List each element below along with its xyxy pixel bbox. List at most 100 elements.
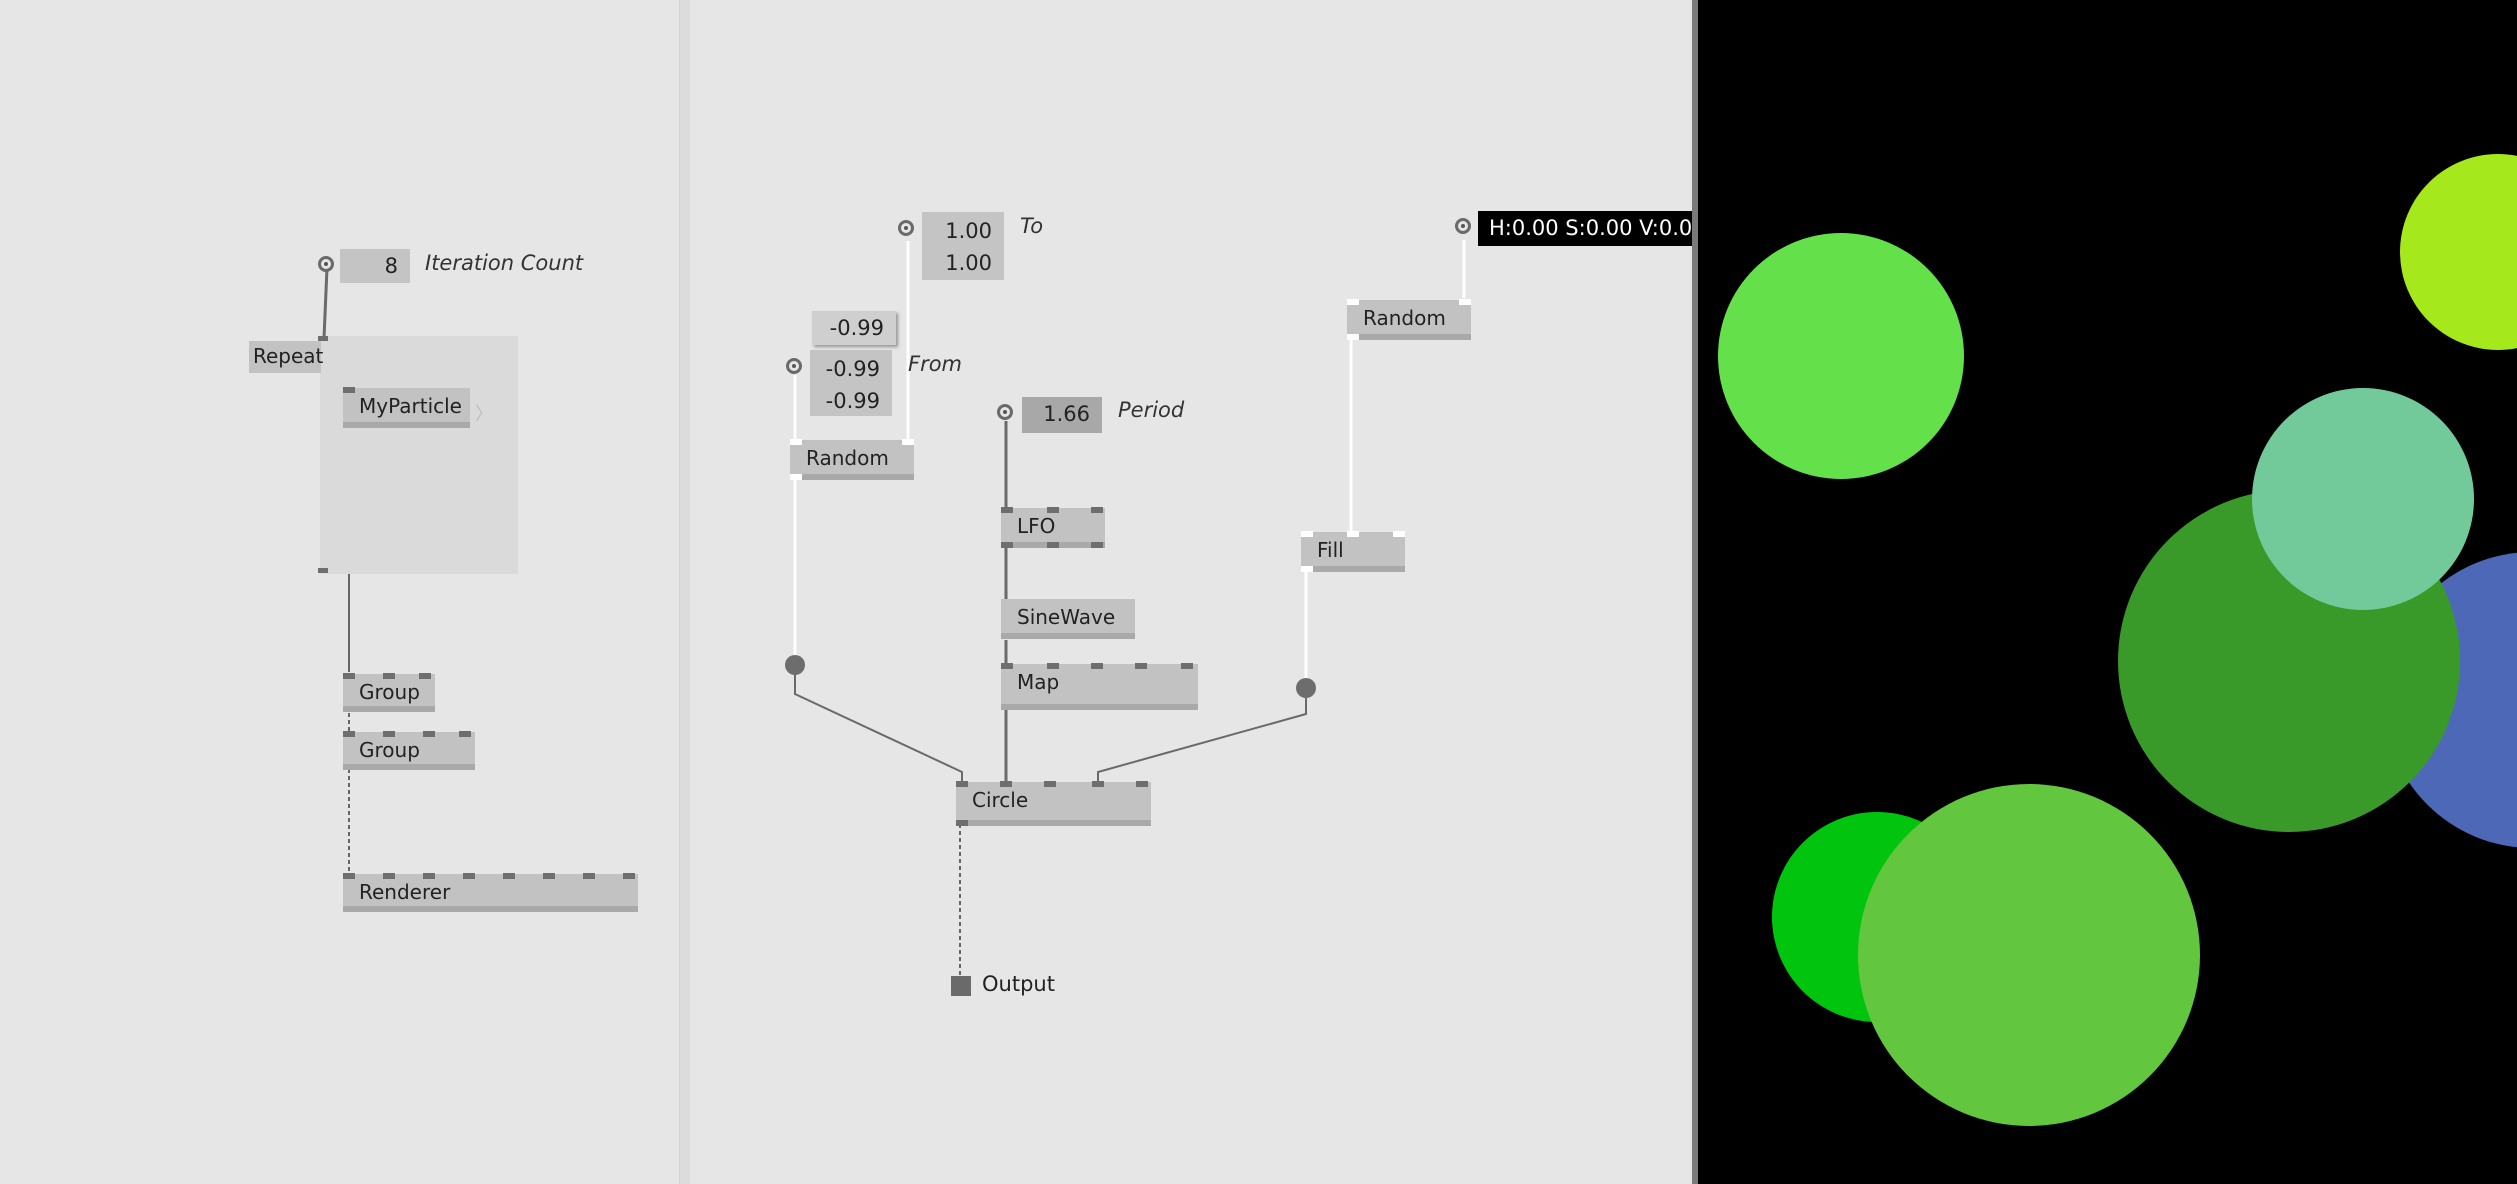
circle-port-out[interactable] (956, 820, 968, 826)
group1-port-b[interactable] (383, 673, 395, 679)
random2-port-b[interactable] (1459, 299, 1471, 305)
iteration-count-pin[interactable] (318, 256, 334, 272)
circle-port-a[interactable] (956, 781, 968, 787)
renderer-port-a[interactable] (343, 873, 355, 879)
renderer-port-h[interactable] (623, 873, 635, 879)
group-node-1[interactable]: Group (343, 673, 435, 712)
group2-port-a[interactable] (343, 731, 355, 737)
map-port-d[interactable] (1135, 663, 1147, 669)
random2-port-a[interactable] (1347, 299, 1359, 305)
left-graph-editor[interactable]: 8 Iteration Count Repeat MyParticle 〉 Gr… (0, 0, 679, 1184)
output-label: Output (982, 972, 1055, 996)
circle-port-e[interactable] (1136, 781, 1148, 787)
renderer-port-b[interactable] (383, 873, 395, 879)
renderer-label: Renderer (359, 880, 451, 904)
to-label: To (1020, 214, 1044, 238)
from-value-2[interactable]: -0.99 (825, 357, 880, 381)
map-port-e[interactable] (1181, 663, 1193, 669)
repeat-input-port[interactable] (318, 336, 328, 341)
renderer-port-f[interactable] (543, 873, 555, 879)
myparticle-input-port[interactable] (343, 387, 355, 393)
group2-port-b[interactable] (383, 731, 395, 737)
period-value[interactable]: 1.66 (1022, 397, 1102, 433)
group2-port-d[interactable] (459, 731, 471, 737)
circle-label: Circle (972, 788, 1029, 812)
myparticle-label: MyParticle (359, 394, 462, 418)
lfo-port-out-b[interactable] (1047, 542, 1059, 548)
renderer-port-d[interactable] (463, 873, 475, 879)
fill-node[interactable]: Fill (1301, 531, 1405, 572)
left-wires (322, 267, 357, 876)
period-pin[interactable] (997, 404, 1013, 420)
map-port-c[interactable] (1091, 663, 1103, 669)
random-label-2: Random (1363, 306, 1446, 330)
renderer-port-e[interactable] (503, 873, 515, 879)
circle-node[interactable]: Circle (956, 781, 1151, 826)
pane-splitter-right[interactable] (1692, 0, 1698, 1184)
lfo-label: LFO (1017, 514, 1056, 538)
circle-port-c[interactable] (1044, 781, 1056, 787)
group-label-2: Group (359, 738, 420, 762)
iteration-count-label: Iteration Count (425, 251, 584, 275)
group1-port-a[interactable] (343, 673, 355, 679)
map-label: Map (1017, 670, 1060, 694)
circle-port-b[interactable] (1000, 781, 1012, 787)
circle-port-d[interactable] (1092, 781, 1104, 787)
random1-port-out[interactable] (790, 474, 802, 480)
viewer-circle-7 (1858, 784, 2200, 1126)
renderer-node[interactable]: Renderer (343, 873, 638, 912)
map-port-b[interactable] (1047, 663, 1059, 669)
from-pin[interactable] (786, 358, 802, 374)
fill-port-c[interactable] (1393, 531, 1405, 537)
lfo-port-out-c[interactable] (1091, 542, 1103, 548)
render-viewer[interactable] (1698, 0, 2517, 1184)
renderer-port-g[interactable] (583, 873, 595, 879)
sinewave-label: SineWave (1017, 605, 1116, 629)
fill-wire-knot[interactable] (1296, 678, 1316, 698)
to-value-2[interactable]: 1.00 (945, 251, 992, 275)
sinewave-node[interactable]: SineWave (1001, 599, 1135, 639)
to-value-1[interactable]: 1.00 (945, 219, 992, 243)
group1-port-c[interactable] (419, 673, 431, 679)
to-pin[interactable] (898, 220, 914, 236)
random-node-2[interactable]: Random (1347, 299, 1471, 340)
main-wires (793, 240, 1466, 976)
random-node-1[interactable]: Random (790, 439, 914, 480)
group-label-1: Group (359, 680, 420, 704)
lfo-port-c[interactable] (1091, 507, 1103, 513)
map-port-a[interactable] (1001, 663, 1013, 669)
repeat-output-port[interactable] (318, 568, 328, 573)
from-value-3[interactable]: -0.99 (825, 389, 880, 413)
iteration-count-field[interactable]: 8 (340, 249, 410, 283)
lfo-port-a[interactable] (1001, 507, 1013, 513)
output-port-icon[interactable] (951, 976, 971, 996)
fill-port-a[interactable] (1301, 531, 1313, 537)
period-label: Period (1118, 398, 1185, 422)
lfo-port-b[interactable] (1047, 507, 1059, 513)
myparticle-node[interactable]: MyParticle (343, 387, 470, 428)
fill-label: Fill (1317, 538, 1344, 562)
group2-port-c[interactable] (423, 731, 435, 737)
random1-port-from[interactable] (790, 439, 802, 445)
viewer-circle-2 (2400, 154, 2517, 350)
group-node-2[interactable]: Group (343, 731, 475, 770)
color-value-field[interactable]: H:0.00 S:0.00 V:0.0 (1478, 211, 1692, 246)
repeat-node[interactable]: Repeat (249, 341, 324, 373)
to-field-group (922, 212, 1004, 280)
random1-wire-knot[interactable] (785, 655, 805, 675)
lfo-node[interactable]: LFO (1001, 507, 1105, 548)
renderer-port-c[interactable] (423, 873, 435, 879)
fill-port-out[interactable] (1301, 566, 1313, 572)
from-field-group (810, 350, 892, 416)
random1-port-to[interactable] (902, 439, 914, 445)
fill-port-b[interactable] (1347, 531, 1359, 537)
from-label: From (908, 352, 963, 376)
main-graph-editor[interactable]: 1.00 1.00 To -0.99 -0.99 -0.99 From Rand… (690, 0, 1692, 1184)
color-pin[interactable] (1455, 218, 1471, 234)
map-node[interactable]: Map (1001, 663, 1198, 710)
lfo-port-out-a[interactable] (1001, 542, 1013, 548)
random2-port-out[interactable] (1347, 334, 1359, 340)
from-value-1[interactable]: -0.99 (812, 311, 896, 345)
repeat-label: Repeat (253, 344, 324, 368)
chevron-right-icon[interactable]: 〉 (475, 404, 493, 425)
